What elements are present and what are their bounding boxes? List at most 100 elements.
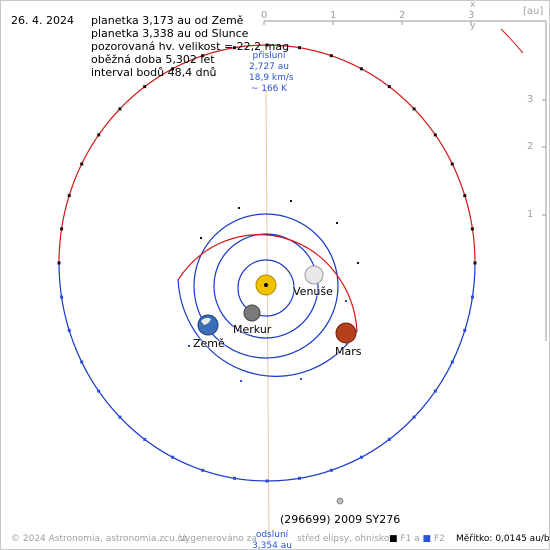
orbit-point	[143, 85, 147, 89]
earth-orbit	[193, 213, 339, 359]
earth-cloud	[201, 317, 211, 325]
orbit-point	[80, 360, 84, 364]
orbit-point	[60, 295, 64, 299]
sun-focus	[264, 283, 268, 287]
x-tick-0: 0	[261, 10, 268, 21]
mercury-orbit	[237, 259, 295, 317]
mars-orbit-point	[188, 345, 190, 347]
mars-orbit-point	[345, 300, 347, 302]
unit-label: [au]	[523, 6, 544, 17]
date-label: 26. 4. 2024	[11, 14, 74, 27]
orbit-point	[412, 107, 416, 111]
aphelion-distance: 3,354 au	[252, 541, 292, 550]
mars-orbit-point	[238, 207, 240, 209]
orbit-point	[329, 468, 333, 472]
orbit-point	[97, 389, 101, 393]
orbit-points-above	[57, 43, 477, 382]
mars-orbit-below	[177, 279, 358, 377]
orbit-point	[463, 328, 467, 332]
asteroid-label: (296699) 2009 SY276	[280, 513, 401, 526]
x-tick-2: 2	[399, 10, 406, 21]
mars-orbit-above	[177, 234, 358, 332]
apsidal-line	[265, 88, 270, 542]
info-line-4: interval bodů 48,4 dnů	[91, 66, 217, 79]
info-line-2: pozorovaná hv. velikost = 22,2 mag	[91, 40, 290, 53]
mars-label: Mars	[335, 345, 362, 358]
copyright-text: © 2024 Astronomia, astronomia.zcu.cz	[11, 534, 188, 544]
mars-orbit-point	[240, 380, 242, 382]
orbit-point	[387, 85, 391, 89]
perihelion-temperature: ~ 166 K	[250, 84, 288, 94]
orbit-point	[265, 479, 269, 483]
info-line-1: planetka 3,338 au od Slunce	[91, 27, 249, 40]
asteroid-orbit-offscreen	[500, 28, 524, 54]
venus-label: Venuše	[293, 285, 333, 298]
y-axis-ticks	[542, 99, 546, 216]
info-line-3: oběžná doba 5,302 let	[91, 53, 215, 66]
orbit-point	[433, 389, 437, 393]
orbit-point	[143, 437, 147, 441]
mars-icon	[335, 322, 357, 344]
orbit-point	[171, 67, 175, 71]
orbit-point	[171, 455, 175, 459]
mercury-icon	[243, 304, 261, 322]
orbit-point	[463, 194, 467, 198]
orbit-point	[67, 194, 71, 198]
orbit-point	[359, 67, 363, 71]
orbit-point	[470, 295, 474, 299]
asteroid-icon	[336, 497, 344, 505]
orbit-point	[97, 133, 101, 137]
orbit-point	[118, 415, 122, 419]
perihelion-distance: 2,727 au	[249, 62, 289, 72]
ellipse-center-text: střed elipsy, ohnisko	[297, 534, 390, 544]
venus-icon	[304, 265, 324, 285]
y-tick-2: 2	[527, 141, 534, 152]
orbit-point	[60, 227, 64, 231]
perihelion-speed: 18,9 km/s	[249, 73, 294, 83]
legend-f1: ■ F1 a ■ F2	[389, 534, 445, 544]
orbit-points-below	[60, 295, 474, 483]
mars-orbit-point	[290, 200, 292, 202]
earth-label: Země	[193, 337, 225, 350]
info-line-0: planetka 3,173 au od Země	[91, 14, 244, 27]
orbit-point	[80, 162, 84, 166]
mars-orbit-point	[200, 237, 202, 239]
orbit-point	[387, 437, 391, 441]
orbit-point	[201, 468, 205, 472]
legend-f1-label: F1 a	[400, 534, 420, 544]
orbit-point	[67, 328, 71, 332]
orbit-point	[298, 476, 301, 480]
x-axis-ticks	[263, 21, 472, 25]
x-tick-1: 1	[330, 10, 337, 21]
y-tick-3: 3	[527, 94, 534, 105]
orbit-point	[265, 43, 269, 47]
generated-text: Vygenerováno za	[179, 534, 257, 544]
orbit-point	[412, 415, 416, 419]
orbit-point	[118, 107, 122, 111]
scale-text: Měřítko: 0,0145 au/bod	[456, 534, 550, 544]
orbit-point	[233, 46, 236, 50]
venus-orbit	[213, 233, 319, 339]
mars-orbit-point	[300, 378, 302, 380]
mars-orbit-point	[357, 262, 359, 264]
y-tick-1: 1	[527, 209, 534, 220]
perihelion-label: přísluní 2,727 au 18,9 km/s ~ 166 K	[249, 51, 294, 95]
legend-f2-label: F2	[433, 534, 445, 544]
aphelion-title: odsluní	[255, 530, 289, 540]
x-tick-3: 3	[468, 10, 475, 21]
orbit-point	[450, 162, 454, 166]
orbit-point	[329, 54, 333, 58]
orbit-point	[57, 261, 61, 265]
orbit-point	[433, 133, 437, 137]
orbit-point	[470, 227, 474, 231]
aphelion-label: odsluní 3,354 au	[250, 530, 294, 550]
orbit-point	[201, 54, 205, 58]
perihelion-title: přísluní	[252, 51, 286, 61]
orbit-point	[298, 46, 301, 50]
orbit-point	[359, 455, 363, 459]
mercury-label: Merkur	[233, 323, 272, 336]
orbit-point	[450, 360, 454, 364]
mars-orbit-point	[336, 222, 338, 224]
